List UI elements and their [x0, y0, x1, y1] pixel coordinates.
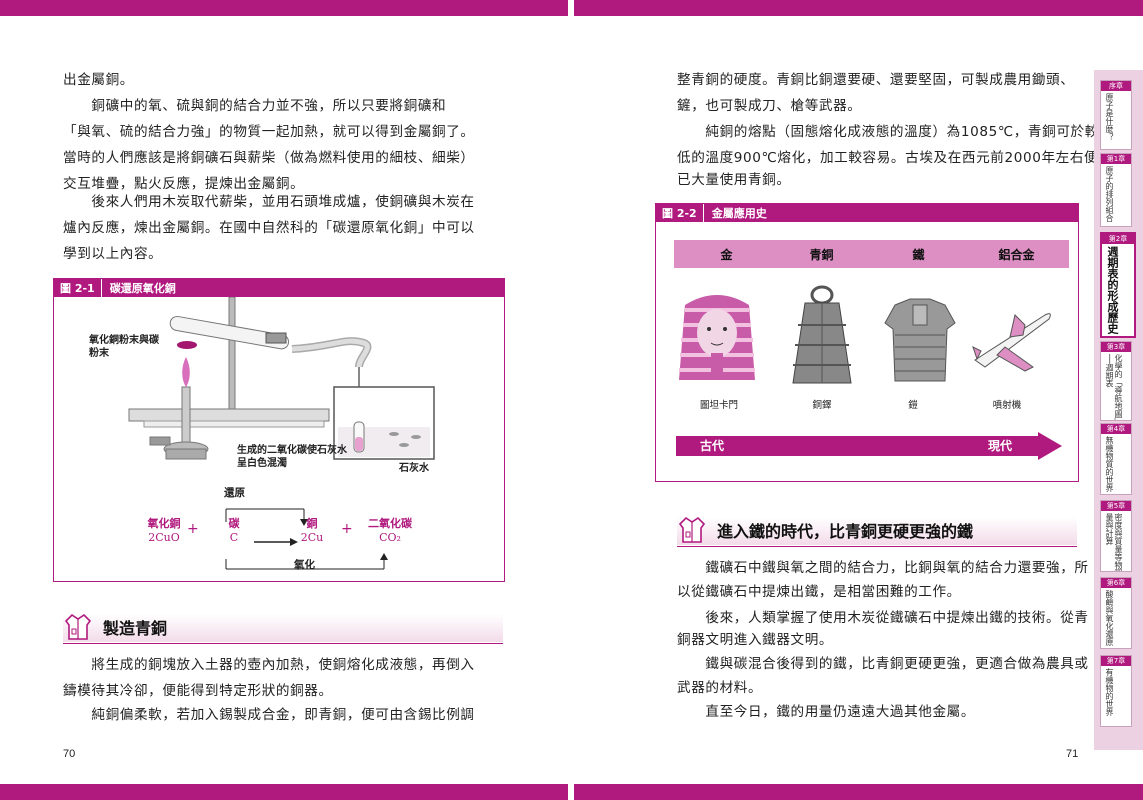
chapter-tab-3[interactable]: 第3章 化學的「導航地圖」──週期表: [1100, 341, 1132, 421]
item-jet: 噴射機: [992, 400, 1022, 411]
right-section-paragraph: 以從鐵礦石中提煉出鐵，是相當困難的工作。: [677, 584, 961, 600]
metal-items-illustration: [679, 285, 1051, 384]
label-oxidation: 氧化: [294, 559, 315, 571]
left-paragraph: 後來人們用木炭取代薪柴，並用石頭堆成爐，使銅礦與木炭在: [63, 194, 475, 210]
metal-bronze: 青銅: [769, 240, 874, 268]
equation-term-copper: 銅 2Cu: [300, 517, 324, 544]
timeline-start-label: 古代: [700, 439, 725, 453]
section-title: 進入鐵的時代，比青銅更硬更強的鐵: [717, 522, 974, 541]
figure-2-1: 圖 2-1 碳還原氧化銅: [53, 278, 505, 582]
metal-aluminium-alloy: 鋁合金: [964, 240, 1069, 268]
left-section-paragraph: 純銅偏柔軟，若加入錫製成合金，即青銅，便可由含錫比例調: [63, 707, 475, 723]
chapter-tab-7[interactable]: 第7章 有機物的世界: [1100, 655, 1132, 727]
chapter-tab-1[interactable]: 第1章 原子的排列組合: [1100, 153, 1132, 227]
chapter-tab-4[interactable]: 第4章 無機物質的世界: [1100, 423, 1132, 495]
left-section-paragraph: 將生成的銅塊放入土器的壺內加熱，使銅熔化成液態，再倒入: [63, 657, 475, 673]
figure-number: 圖 2-1: [54, 279, 101, 297]
left-paragraph: 爐內反應，煉出金屬銅。在國中自然科的「碳還原氧化銅」中可以: [63, 220, 475, 236]
item-armor: 鎧: [908, 400, 918, 411]
top-bar-right: [574, 0, 1143, 16]
copper-reduction-apparatus-illustration: [128, 296, 435, 570]
metal-gold: 金: [674, 240, 779, 268]
right-section-paragraph: 武器的材料。: [677, 680, 763, 696]
page-number-left: 70: [63, 748, 76, 760]
bottom-bar-right: [574, 784, 1143, 800]
right-section-paragraph: 直至今日，鐵的用量仍遠遠大過其他金屬。: [677, 704, 976, 720]
section-heading-iron: 進入鐵的時代，比青銅更硬更強的鐵: [677, 513, 1077, 547]
section-title: 製造青銅: [103, 619, 168, 638]
book-spine: [568, 0, 574, 800]
left-paragraph: 「與氧、硫的結合力強」的物質一起加熱，就可以得到金屬銅了。: [63, 124, 475, 140]
bottom-bar-left: [0, 784, 568, 800]
timeline-arrow: [676, 432, 1062, 460]
left-paragraph: 交互堆疊，點火反應，提煉出金屬銅。: [63, 176, 305, 192]
jet-airplane-icon: [972, 313, 1051, 372]
armor-icon: [884, 298, 956, 382]
top-bar-left: [0, 0, 568, 16]
page-number-right: 71: [1066, 748, 1079, 760]
right-paragraph: 已大量使用青銅。: [677, 172, 791, 188]
right-paragraph: 純銅的熔點（固態熔化成液態的溫度）為1085℃，青銅可於較: [677, 124, 1099, 140]
right-paragraph: 低的溫度900℃熔化，加工較容易。古埃及在西元前2000年左右便: [677, 150, 1099, 166]
figure-title: 碳還原氧化銅: [100, 279, 504, 297]
equation-term-copper-oxide: 氧化銅 2CuO: [147, 517, 181, 544]
left-paragraph: 銅礦中的氧、硫與銅的結合力並不強，所以只要將銅礦和: [63, 98, 447, 114]
equation-term-carbon: 碳 C: [228, 517, 240, 544]
timeline-end-label: 現代: [988, 439, 1013, 453]
right-section-paragraph: 鐵與碳混合後得到的鐵，比青銅更硬更強，更適合做為農具或: [677, 656, 1089, 672]
chapter-tab-prologue[interactable]: 序章 原子是什麼？: [1100, 80, 1132, 150]
right-paragraph: 整青銅的硬度。青銅比銅還要硬、還要堅固，可製成農用鋤頭、: [677, 72, 1075, 88]
left-paragraph: 出金屬銅。: [63, 72, 134, 88]
figure-title: 金屬應用史: [702, 204, 1078, 222]
chapter-tab-5[interactable]: 第5章 密度與質量等物理量與計算: [1100, 500, 1132, 572]
lab-coat-icon: [64, 613, 92, 640]
figure-number: 圖 2-2: [656, 204, 703, 222]
equation-plus: +: [187, 521, 199, 537]
chapter-tab-6[interactable]: 第6章 酸鹼與氧化還原: [1100, 577, 1132, 649]
right-paragraph: 鏟，也可製成刀、槍等武器。: [677, 98, 862, 114]
left-paragraph: 當時的人們應該是將銅礦石與薪柴（做為燃料使用的細枝、細柴）: [63, 150, 475, 166]
metal-iron: 鐵: [866, 240, 971, 268]
equation-plus: +: [341, 521, 353, 537]
tutankhamun-mask-icon: [679, 295, 755, 380]
equation-term-carbon-dioxide: 二氧化碳 CO₂: [368, 517, 412, 544]
item-bronze-bell: 銅鐸: [812, 400, 832, 411]
right-section-paragraph: 鐵礦石中鐵與氧之間的結合力，比銅與氧的結合力還要強，所: [677, 560, 1089, 576]
figure-header: 圖 2-1 碳還原氧化銅: [54, 279, 504, 297]
figure-header: 圖 2-2 金屬應用史: [656, 204, 1078, 222]
item-tutankhamun: 圖坦卡門: [699, 400, 738, 411]
left-paragraph: 學到以上內容。: [63, 246, 163, 262]
bronze-bell-icon: [792, 285, 852, 384]
label-carbon-dioxide: 生成的二氧化碳使石灰水呈白色混濁: [237, 445, 347, 469]
label-reduction: 還原: [224, 487, 245, 499]
left-section-paragraph: 鑄模待其冷卻，便能得到特定形狀的銅器。: [63, 683, 333, 699]
right-section-paragraph: 後來，人類掌握了使用木炭從鐵礦石中提煉出鐵的技術。從青: [677, 610, 1089, 626]
chapter-tab-2-active[interactable]: 第2章 週期表的形成歷史: [1100, 232, 1136, 338]
label-copper-oxide-powder: 氧化銅粉末與碳粉末: [89, 335, 159, 359]
section-heading-bronze: 製造青銅: [63, 610, 503, 644]
lab-coat-icon: [678, 516, 706, 543]
label-limewater: 石灰水: [399, 463, 429, 474]
right-section-paragraph: 銅器文明進入鐵器文明。: [677, 632, 834, 648]
